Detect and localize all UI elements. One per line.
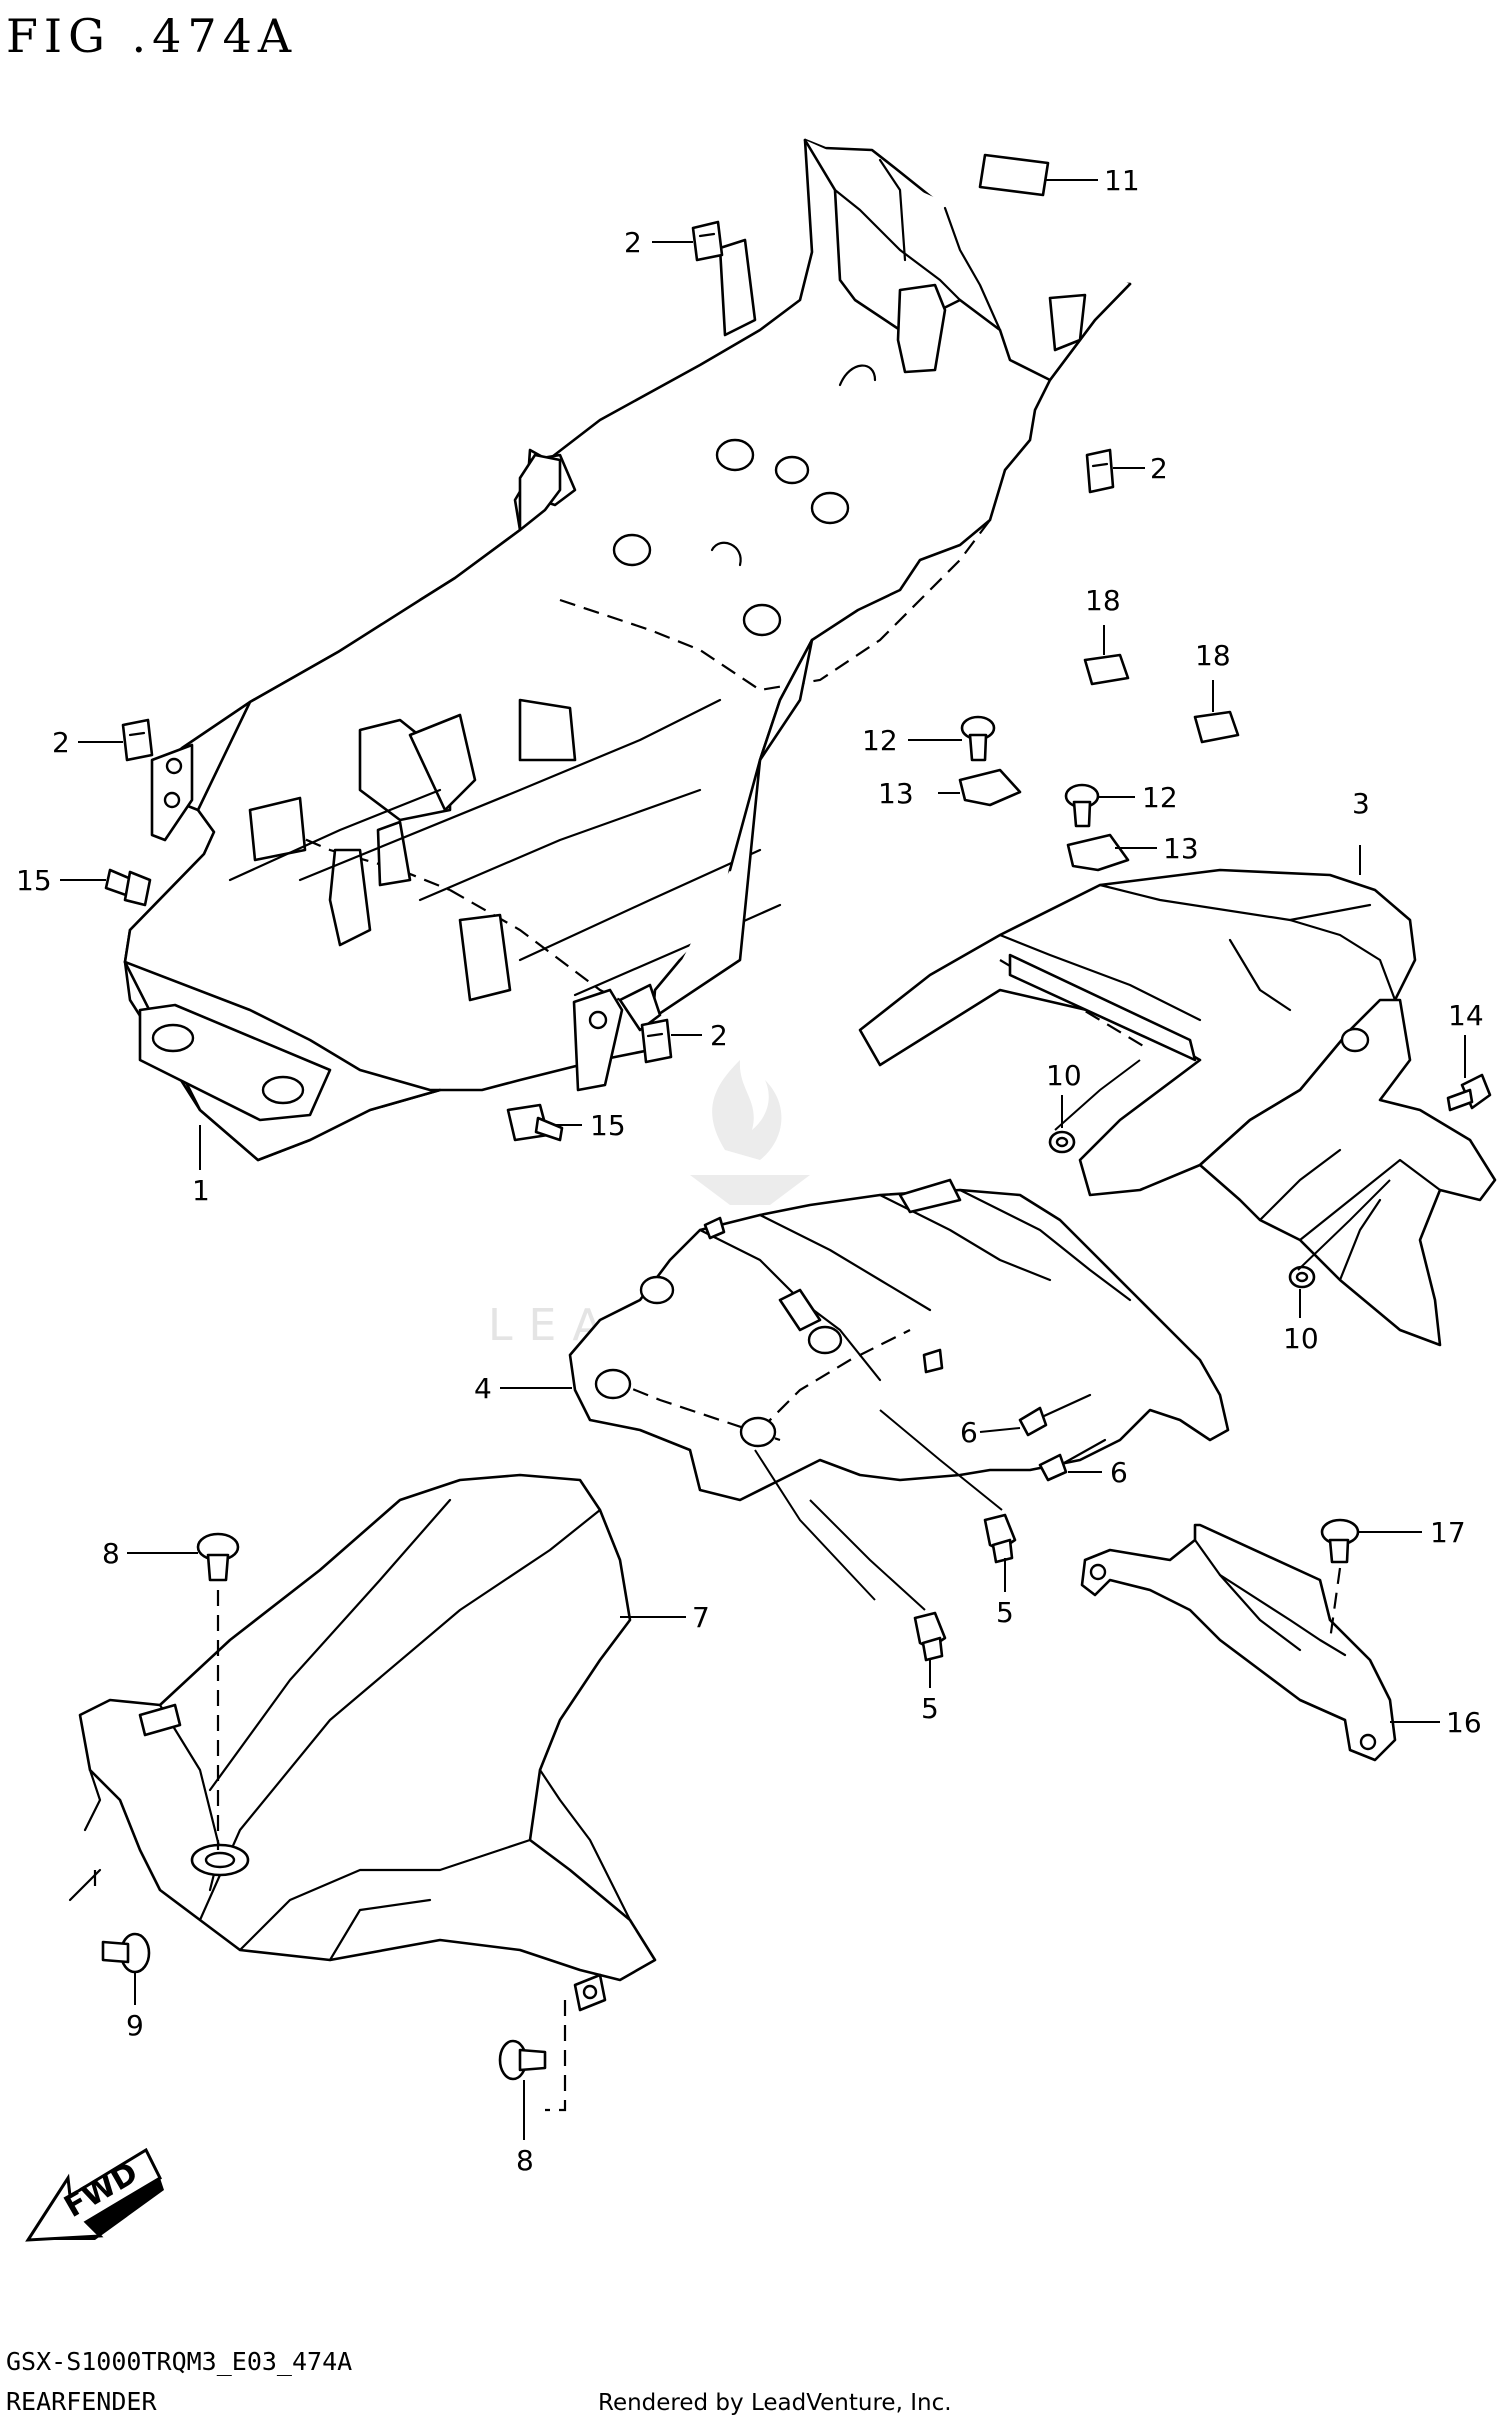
pad-18b[interactable] (1193, 710, 1240, 744)
callout-6: 6 (1110, 1456, 1128, 1489)
fwd-direction-arrow: FWD (25, 2147, 164, 2242)
bolt-5a[interactable] (983, 1513, 1017, 1564)
callout-5: 5 (921, 1692, 939, 1725)
callout-17: 17 (1430, 1516, 1466, 1549)
callout-8: 8 (102, 1537, 120, 1570)
clip-13b[interactable] (1066, 833, 1130, 872)
part-16-bracket[interactable] (1080, 1523, 1397, 1762)
callout-15: 15 (16, 864, 52, 897)
callout-9: 9 (126, 2009, 144, 2042)
screw-6a[interactable] (1018, 1393, 1092, 1437)
bolt-17[interactable] (1320, 1518, 1360, 1564)
callout-2: 2 (1150, 452, 1168, 485)
washer-10a[interactable] (1048, 1130, 1076, 1154)
screw-15b[interactable] (506, 1103, 564, 1142)
figure-title: FIG .474A (6, 9, 297, 63)
callout-3: 3 (1352, 787, 1370, 820)
clip-nut-2d[interactable] (640, 1018, 673, 1064)
label-sticker-11[interactable] (978, 153, 1050, 197)
callout-6: 6 (960, 1416, 978, 1449)
pad-18a[interactable] (1083, 653, 1130, 686)
callout-14: 14 (1448, 999, 1484, 1032)
bolt-8a[interactable] (196, 1532, 240, 1582)
diagram-caption: REARFENDER (6, 2387, 157, 2416)
leader-lines (60, 179, 1466, 2140)
part-1-rear-fender-main[interactable] (123, 138, 1132, 1162)
callout-11: 11 (1104, 164, 1140, 197)
clip-13a[interactable] (958, 768, 1022, 807)
part-7-tail-cover[interactable] (78, 1473, 657, 2012)
callout-2: 2 (624, 226, 642, 259)
bolt-8b[interactable] (498, 2039, 547, 2081)
callout-4: 4 (474, 1372, 492, 1405)
callout-13: 13 (1163, 832, 1199, 865)
callout-5: 5 (996, 1596, 1014, 1629)
callout-18: 18 (1085, 584, 1121, 617)
callout-2: 2 (52, 726, 70, 759)
callout-8: 8 (516, 2144, 534, 2177)
callout-13: 13 (878, 777, 914, 810)
callout-18: 18 (1195, 639, 1231, 672)
bolt-9[interactable] (101, 1932, 151, 1974)
diagram-code: GSX-S1000TRQM3_E03_474A (6, 2347, 352, 2376)
screw-15a[interactable] (104, 868, 152, 907)
screw-14[interactable] (1446, 1073, 1492, 1112)
callout-2: 2 (710, 1019, 728, 1052)
render-credit: Rendered by LeadVenture, Inc. (598, 2390, 952, 2416)
callout-15: 15 (590, 1109, 626, 1142)
callout-10: 10 (1283, 1322, 1319, 1355)
callout-10: 10 (1046, 1059, 1082, 1092)
callout-12: 12 (1142, 781, 1178, 814)
bolt-12b[interactable] (1064, 783, 1100, 828)
callout-16: 16 (1446, 1706, 1482, 1739)
clip-nut-2a[interactable] (691, 220, 724, 262)
clip-nut-2b[interactable] (1085, 448, 1115, 494)
screw-6b[interactable] (1038, 1438, 1107, 1482)
clip-nut-2c[interactable] (121, 718, 154, 762)
part-3-rear-cover[interactable] (858, 868, 1497, 1347)
callout-12: 12 (862, 724, 898, 757)
part-4-inner-fender[interactable] (568, 1178, 1230, 1502)
washer-10b[interactable] (1288, 1265, 1316, 1289)
callout-labels: 11 2 2 18 18 2 12 13 12 3 13 15 14 2 10 … (16, 164, 1484, 2177)
installation-lines (68, 1059, 1391, 2112)
bolt-5b[interactable] (913, 1611, 947, 1662)
bolt-12a[interactable] (960, 715, 996, 762)
callout-7: 7 (692, 1601, 710, 1634)
callout-1: 1 (192, 1174, 210, 1207)
